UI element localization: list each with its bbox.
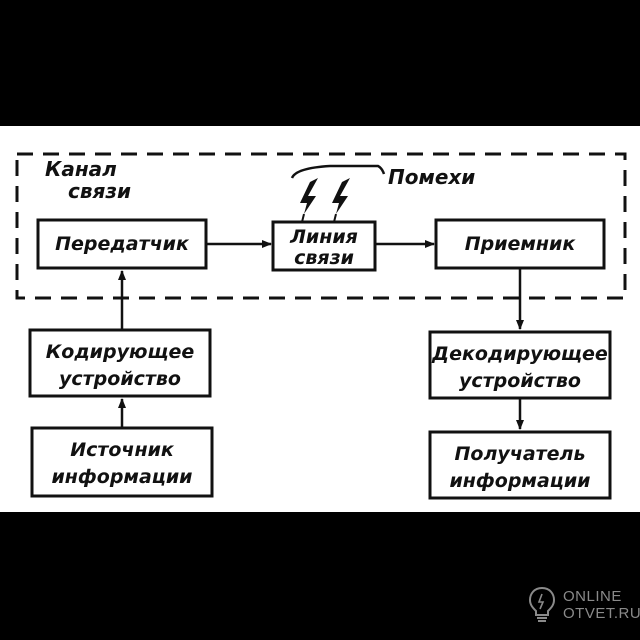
recipient-label-line1: Получатель: [455, 443, 586, 465]
noise-label: Помехи: [388, 165, 475, 189]
encoder-box: [28, 328, 212, 398]
channel-label-line2: связи: [68, 179, 131, 203]
transmitter-box: [36, 218, 208, 270]
lightning-bolt-icon: [300, 178, 318, 214]
encoder-label-line1: Кодирующее: [46, 341, 195, 363]
lightbulb-icon: [528, 586, 556, 622]
encoder-label-line2: устройство: [59, 368, 181, 390]
source-box: [30, 426, 214, 498]
channel-label-line1: Канал: [45, 157, 117, 181]
watermark-line2: OTVET.RU: [563, 605, 640, 622]
receiver-box: [434, 218, 606, 270]
decoder-box: [428, 330, 612, 400]
recipient-box: [428, 430, 612, 500]
watermark-line1: ONLINE: [563, 588, 622, 605]
source-label-line1: Источник: [70, 439, 175, 461]
line-label-line2: связи: [294, 247, 354, 269]
lightning-bolt-icon: [332, 178, 350, 214]
noise-bracket: [290, 164, 386, 179]
line-box: [271, 220, 377, 272]
recipient-label-line2: информации: [449, 470, 590, 492]
source-label-line2: информации: [51, 466, 192, 488]
channel-boundary: [15, 152, 627, 300]
line-label-line1: Линия: [289, 226, 358, 248]
decoder-label-line2: устройство: [459, 370, 581, 392]
receiver-label: Приемник: [465, 233, 577, 255]
watermark: ONLINE OTVET.RU: [527, 586, 640, 624]
decoder-label-line1: Декодирующее: [431, 343, 608, 365]
watermark-text: ONLINE OTVET.RU: [563, 588, 640, 622]
transmitter-label: Передатчик: [55, 233, 190, 255]
